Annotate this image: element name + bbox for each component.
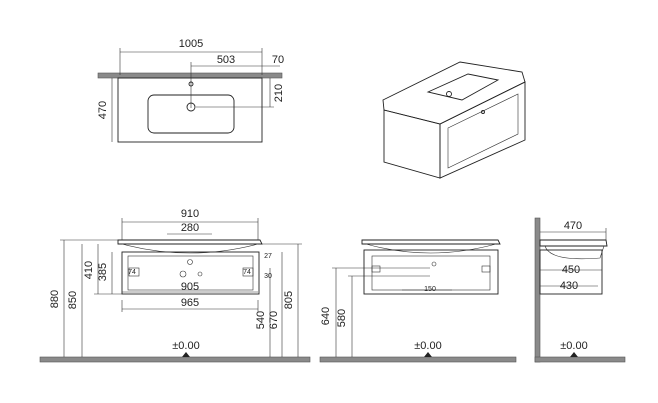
dim-1005: 1005: [179, 38, 203, 50]
dim-880: 880: [49, 290, 61, 308]
dim-503: 503: [217, 54, 235, 66]
iso-cabinet-front: [439, 81, 526, 179]
dim-805: 805: [283, 291, 295, 309]
side-floor: [534, 356, 626, 363]
side-view: ±0.00 470 450 430: [534, 217, 626, 363]
drain-cabinet: [363, 249, 499, 295]
side-cabinet: [539, 249, 603, 295]
drain-level: ±0.00: [414, 340, 441, 352]
front-basin-bowl: [121, 243, 259, 254]
side-wall: [534, 217, 541, 363]
drain-basin-rim: [361, 239, 501, 245]
dim-470-side: 470: [564, 220, 582, 232]
wall-strip: [97, 72, 283, 79]
dim-74-left: 74: [128, 269, 136, 276]
dim-74-right: 74: [243, 269, 251, 276]
dim-905: 905: [181, 281, 199, 293]
isometric-view: [382, 61, 526, 179]
dim-580: 580: [336, 309, 348, 327]
dim-670: 670: [268, 311, 280, 329]
iso-drawer-knob: [481, 110, 485, 114]
front-view: ±0.00 910 280 905 965 74 74 27 30 880: [39, 208, 311, 363]
side-basin-rim: [539, 239, 608, 247]
dim-210: 210: [273, 84, 285, 102]
drain-floor: [319, 356, 517, 363]
dim-385: 385: [97, 263, 109, 281]
dim-450: 450: [562, 264, 580, 276]
side-level: ±0.00: [560, 340, 587, 352]
iso-drawer-panel: [447, 93, 519, 169]
front-level: ±0.00: [172, 340, 199, 352]
iso-cabinet-side: [383, 109, 441, 179]
dim-280: 280: [181, 222, 199, 234]
iso-bowl: [426, 73, 500, 101]
dim-430: 430: [560, 280, 578, 292]
front-basin-rim: [117, 239, 263, 245]
dim-540: 540: [255, 311, 267, 329]
dim-70: 70: [272, 54, 284, 66]
side-basin-bowl: [544, 245, 605, 260]
drain-drawer: [371, 255, 491, 291]
drain-view: ±0.00 150 640 580: [319, 239, 517, 363]
dim-965: 965: [181, 297, 199, 309]
dim-910: 910: [181, 208, 199, 220]
dim-640: 640: [320, 307, 332, 325]
top-view: 1005 503 70 470 210: [97, 38, 285, 143]
dim-27: 27: [264, 253, 272, 260]
dim-30: 30: [264, 273, 272, 280]
dim-150: 150: [424, 286, 436, 293]
front-floor: [39, 356, 311, 363]
dim-470: 470: [97, 101, 109, 119]
front-cabinet: [121, 251, 260, 295]
dim-410: 410: [83, 261, 95, 279]
top-view-basin-outline: [117, 77, 263, 143]
dim-850: 850: [67, 291, 79, 309]
